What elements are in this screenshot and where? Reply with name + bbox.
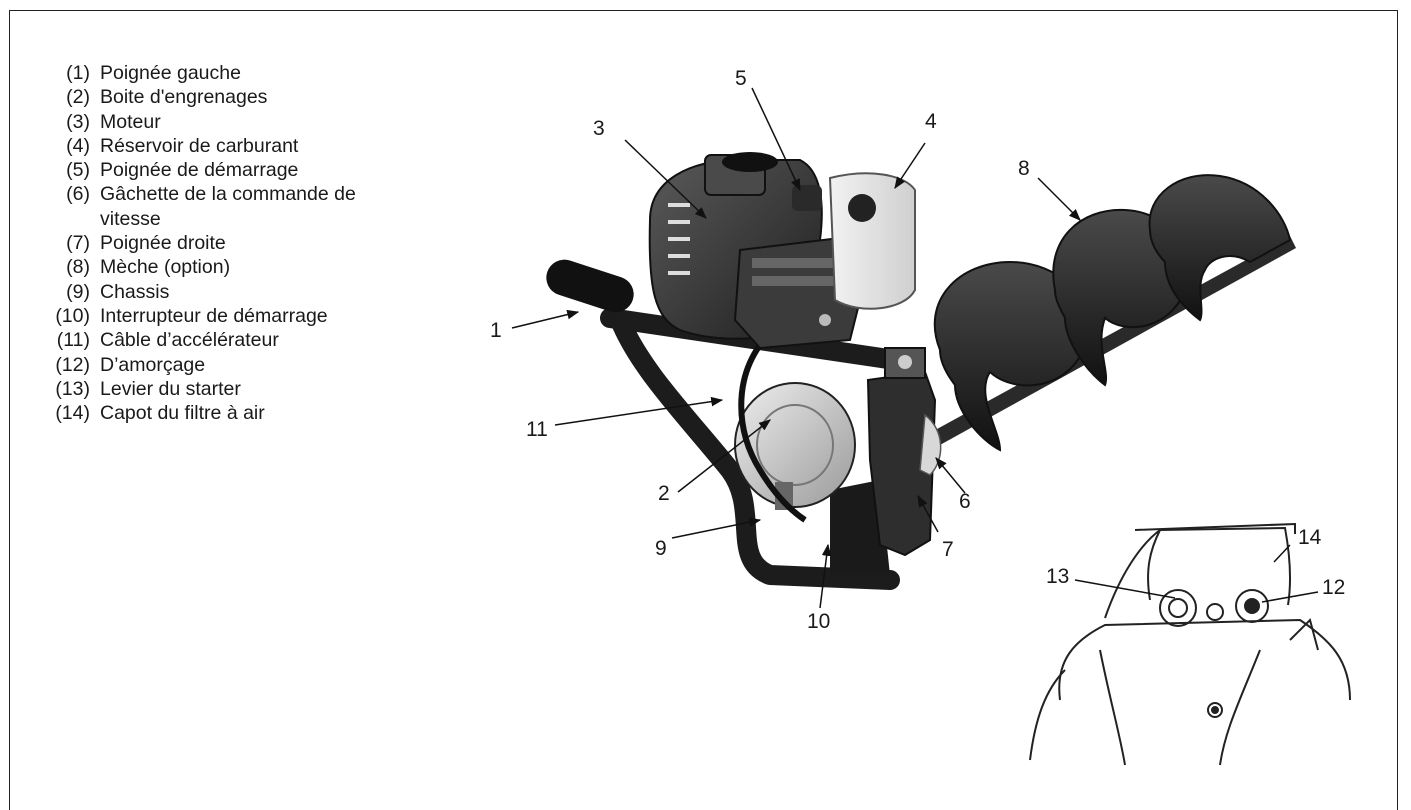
legend-number: (6) bbox=[66, 183, 90, 206]
legend-label: Levier du starter bbox=[100, 377, 241, 400]
callout-11: 11 bbox=[526, 418, 548, 441]
legend-item: (1) Poignée gauche bbox=[38, 61, 418, 85]
legend-number: (12) bbox=[55, 353, 90, 376]
legend-number: (4) bbox=[66, 134, 90, 157]
legend-label: Câble d’accélérateur bbox=[100, 329, 279, 352]
legend-label: Réservoir de carburant bbox=[100, 134, 299, 157]
page-frame bbox=[9, 10, 1398, 810]
callout-9: 9 bbox=[655, 537, 667, 560]
legend-label: D’amorçage bbox=[100, 353, 206, 376]
callout-10: 10 bbox=[807, 610, 830, 633]
legend-number: (8) bbox=[66, 256, 90, 279]
legend-number: (9) bbox=[66, 280, 90, 303]
callout-6: 6 bbox=[959, 490, 971, 513]
callout-13: 13 bbox=[1046, 565, 1069, 588]
legend-item: (5) Poignée de démarrage bbox=[38, 158, 418, 182]
throttle-cable bbox=[738, 343, 807, 523]
parts-legend: (1)Poignée gauche (2)Boite d'engrenages … bbox=[38, 61, 418, 425]
callout-7: 7 bbox=[942, 538, 954, 561]
callout-12: 12 bbox=[1322, 576, 1345, 599]
callout-4: 4 bbox=[925, 110, 937, 133]
callout-1: 1 bbox=[490, 319, 502, 342]
legend-label: Boite d'engrenages bbox=[100, 86, 268, 109]
legend-item: (3) Moteur bbox=[38, 110, 418, 134]
legend-label: Poignée droite bbox=[100, 232, 226, 255]
inset-air-filter-detail bbox=[1029, 522, 1351, 766]
legend-number: (2) bbox=[66, 86, 90, 109]
legend-number: (5) bbox=[66, 159, 90, 182]
engine bbox=[648, 152, 862, 350]
legend-number: (11) bbox=[56, 329, 90, 352]
legend-item: (8) Mèche (option) bbox=[38, 255, 418, 279]
legend-number: (1) bbox=[66, 62, 90, 84]
fuel-tank bbox=[792, 172, 916, 310]
legend-item: (12) D’amorçage bbox=[38, 353, 418, 377]
legend-label: Poignée de démarrage bbox=[100, 159, 299, 182]
legend-item: (9) Chassis bbox=[38, 280, 418, 304]
leader-lines bbox=[511, 87, 1319, 609]
legend-item: (7) Poignée droite bbox=[38, 231, 418, 255]
legend-item: (10) Interrupteur de démarrage bbox=[38, 304, 418, 328]
right-handle bbox=[866, 347, 942, 557]
callout-3: 3 bbox=[593, 117, 605, 140]
callout-8: 8 bbox=[1018, 157, 1030, 180]
legend-label: Capot du filtre à air bbox=[100, 402, 265, 425]
callout-5: 5 bbox=[735, 67, 747, 90]
legend-label: Moteur bbox=[100, 110, 161, 133]
legend-label: Poignée gauche bbox=[100, 62, 241, 84]
legend-number: (7) bbox=[66, 232, 90, 255]
legend-item: (13) Levier du starter bbox=[38, 377, 418, 401]
legend-item: (6) Gâchette de la commande de vitesse bbox=[38, 182, 418, 231]
auger-drill-bit bbox=[895, 174, 1296, 466]
callout-14: 14 bbox=[1298, 526, 1322, 549]
legend-label: Gâchette de la commande de vitesse bbox=[100, 183, 356, 230]
callout-2: 2 bbox=[658, 482, 670, 505]
legend-label: Chassis bbox=[100, 280, 170, 303]
legend-number: (14) bbox=[55, 402, 90, 425]
legend-number: (10) bbox=[55, 304, 90, 327]
legend-item: (14) Capot du filtre à air bbox=[38, 401, 418, 425]
legend-label: Interrupteur de démarrage bbox=[100, 304, 328, 327]
legend-item: (11) Câble d’accélérateur bbox=[38, 328, 418, 352]
legend-item: (4) Réservoir de carburant bbox=[38, 134, 418, 158]
legend-item: (2) Boite d'engrenages bbox=[38, 85, 418, 109]
legend-number: (3) bbox=[66, 110, 90, 133]
legend-label: Mèche (option) bbox=[100, 256, 231, 279]
legend-number: (13) bbox=[55, 377, 90, 400]
